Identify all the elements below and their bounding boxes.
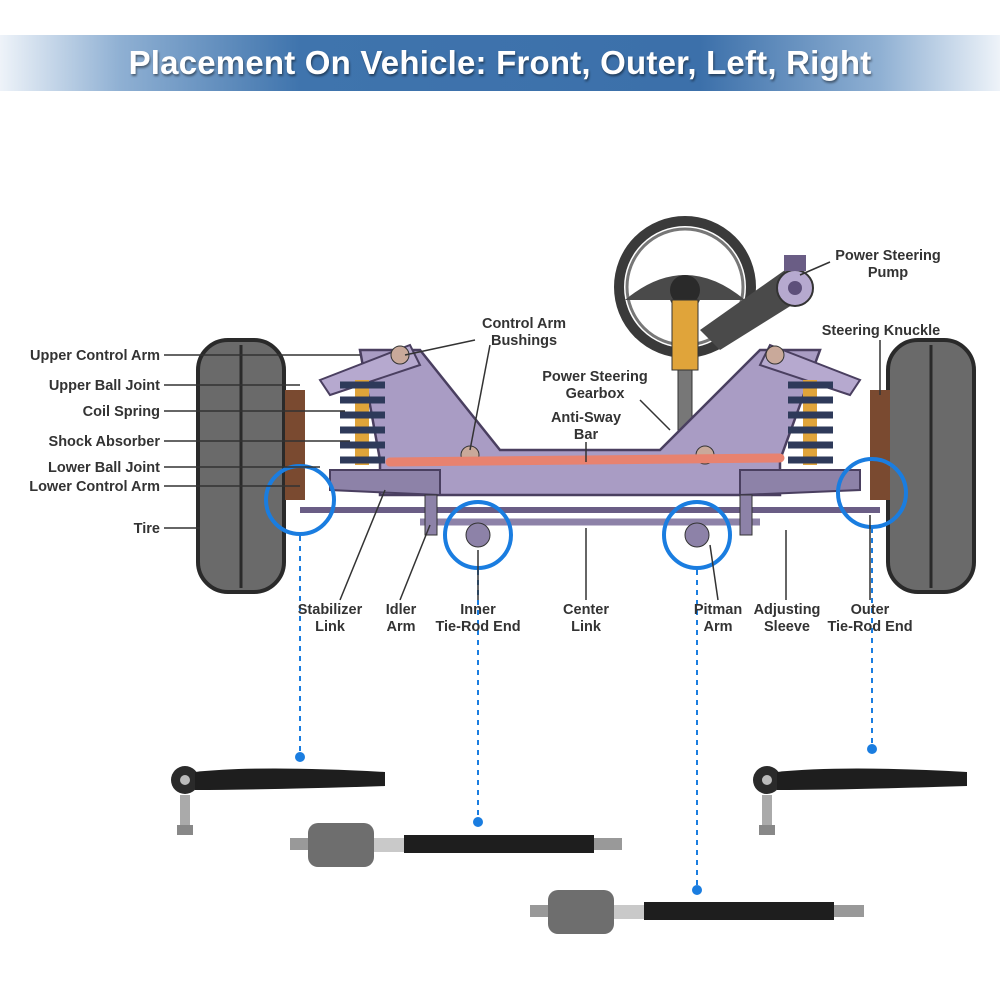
label-power-steering-pump-1: Power Steering (835, 248, 941, 264)
anti-sway-bar (385, 453, 785, 467)
label-outer-tie-rod-end-2: Tie-Rod End (827, 619, 912, 635)
label-steering-knuckle: Steering Knuckle (822, 323, 940, 339)
label-stabilizer-link-2: Link (315, 619, 346, 635)
label-upper-control-arm: Upper Control Arm (30, 348, 160, 364)
label-idler-arm-1: Idler (386, 602, 417, 618)
left-tire (196, 338, 286, 594)
label-pitman-arm-1: Pitman (694, 602, 742, 618)
label-inner-tie-rod-end-2: Tie-Rod End (435, 619, 520, 635)
highlight-markers (264, 457, 908, 895)
right-tire (886, 338, 976, 594)
label-center-link-2: Link (571, 619, 602, 635)
inner-tie-rod-right (530, 890, 864, 934)
title-banner: Placement On Vehicle: Front, Outer, Left… (0, 35, 1000, 91)
label-stabilizer-link-1: Stabilizer (298, 602, 363, 618)
label-anti-sway-bar-1: Anti-Sway (551, 410, 621, 426)
label-shock-absorber: Shock Absorber (49, 434, 161, 450)
label-adjusting-sleeve-2: Sleeve (764, 619, 810, 635)
highlight-left-outer (264, 464, 336, 536)
highlight-right-inner (662, 500, 732, 570)
highlight-right-outer (836, 457, 908, 529)
steering-wheel (614, 216, 756, 431)
label-lower-ball-joint: Lower Ball Joint (48, 460, 160, 476)
label-outer-tie-rod-end-1: Outer (851, 602, 890, 618)
leader-lines (164, 261, 881, 601)
label-anti-sway-bar-2: Bar (574, 427, 599, 443)
label-power-steering-gearbox-1: Power Steering (542, 369, 648, 385)
label-power-steering-gearbox-2: Gearbox (566, 386, 625, 402)
label-upper-ball-joint: Upper Ball Joint (49, 378, 160, 394)
coil-springs (340, 380, 833, 465)
label-control-arm-bushings-1: Control Arm (482, 316, 566, 332)
label-control-arm-bushings-2: Bushings (491, 333, 557, 349)
outer-tie-rod-end-right (753, 766, 967, 835)
label-power-steering-pump-2: Pump (868, 265, 908, 281)
label-coil-spring: Coil Spring (83, 404, 160, 420)
power-steering-pump (700, 255, 814, 350)
labels: Upper Control Arm Upper Ball Joint Coil … (29, 248, 941, 635)
label-inner-tie-rod-end-1: Inner (460, 602, 496, 618)
label-center-link-1: Center (563, 602, 609, 618)
steering-linkage (300, 494, 880, 548)
label-lower-control-arm: Lower Control Arm (29, 479, 160, 495)
label-adjusting-sleeve-1: Adjusting (754, 602, 821, 618)
inner-tie-rod-left (290, 823, 622, 867)
label-tire: Tire (134, 521, 160, 537)
label-pitman-arm-2: Arm (703, 619, 732, 635)
label-idler-arm-2: Arm (386, 619, 415, 635)
outer-tie-rod-end-left (171, 766, 385, 835)
page-title: Placement On Vehicle: Front, Outer, Left… (128, 44, 872, 81)
